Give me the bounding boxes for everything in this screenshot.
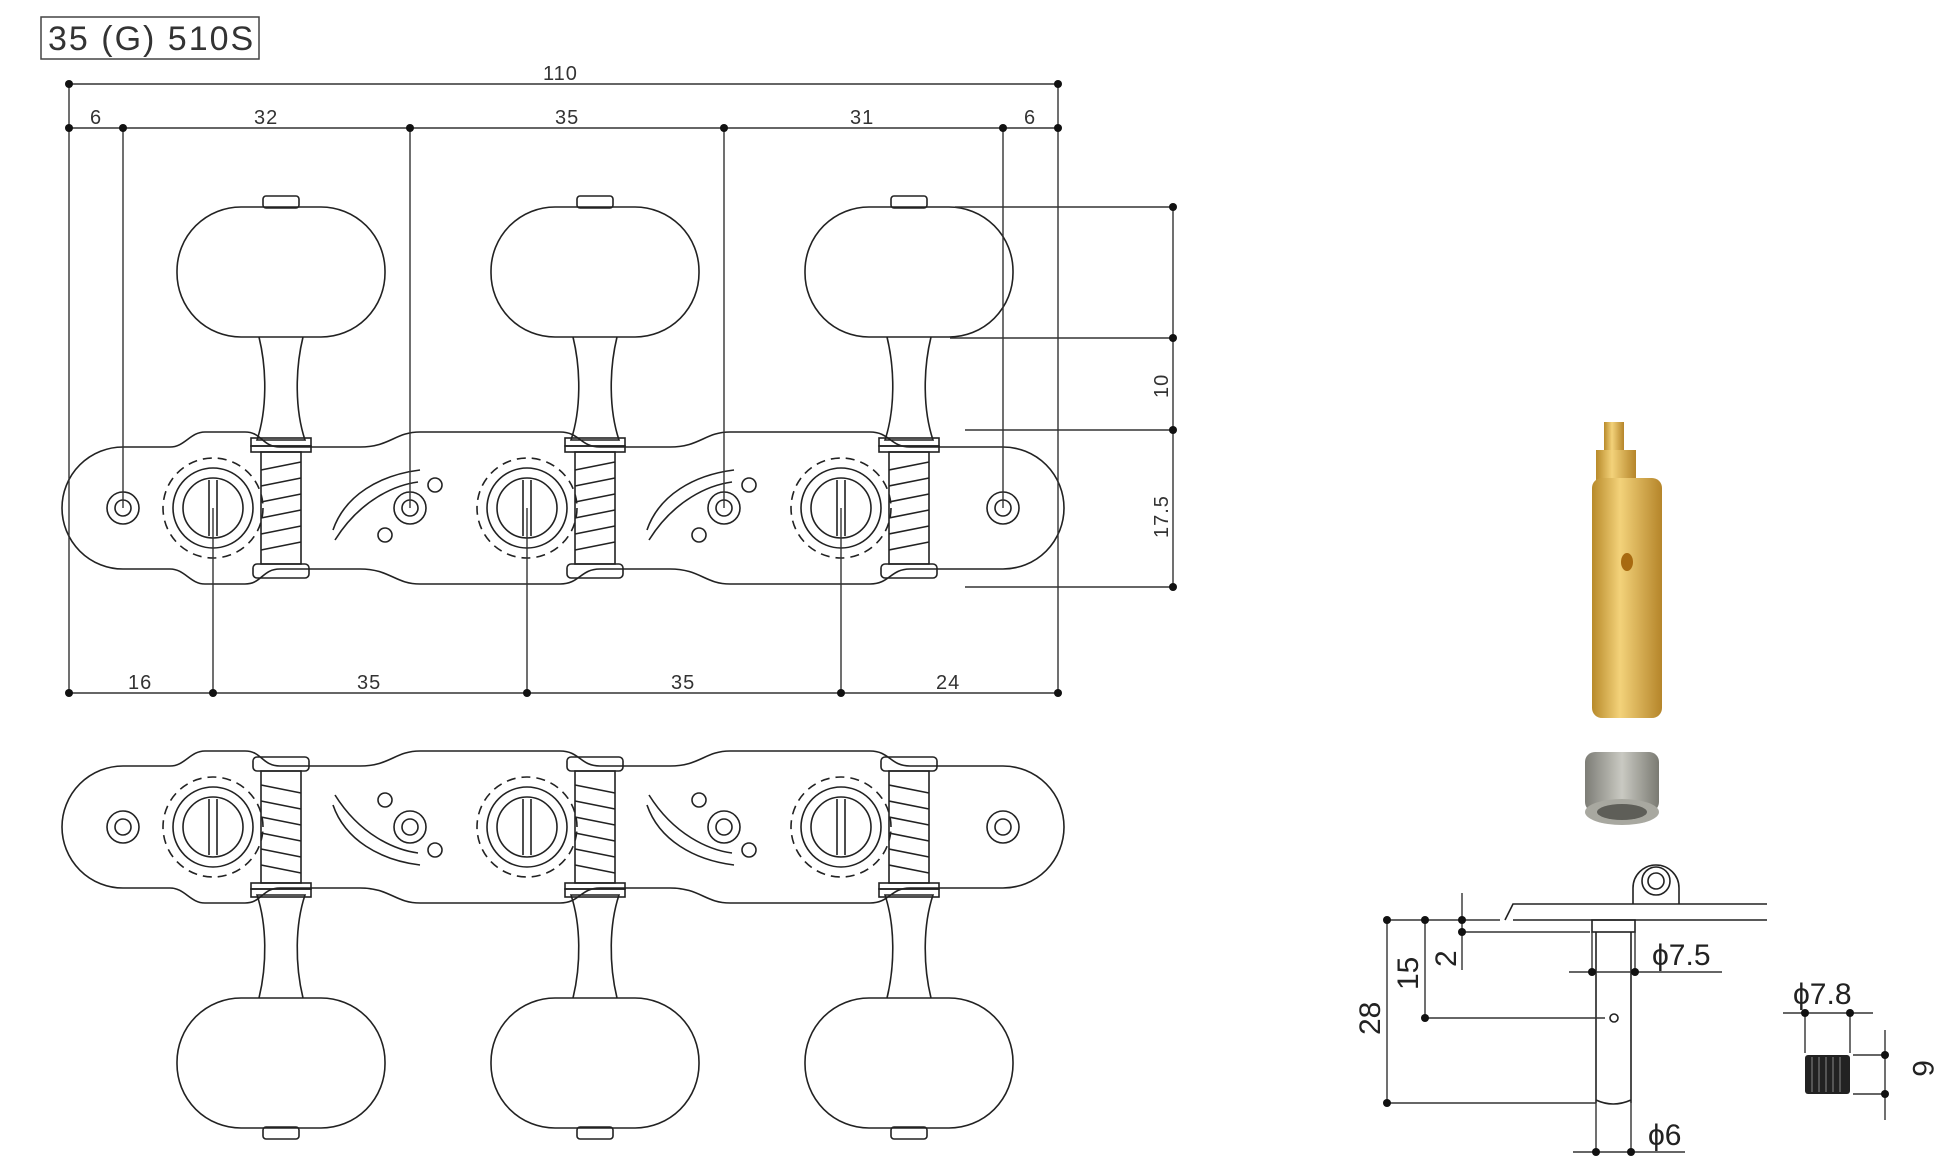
knurled-nut-image (1585, 752, 1659, 825)
bottom-dimensions (65, 508, 1062, 697)
dim-post-diameter: ϕ6 (1648, 1119, 1682, 1152)
title-box (40, 16, 260, 60)
top-dimensions (65, 80, 1062, 693)
model-title: 35 (G) 510S (48, 20, 255, 58)
dim-nut-height: 6 (1906, 1060, 1939, 1077)
post-side-view (1504, 864, 1850, 1105)
dim-post-total: 28 (1354, 1002, 1387, 1035)
dim-side-1: 17.5 (1151, 495, 1173, 538)
dim-collar-diameter: ϕ7.5 (1652, 939, 1711, 972)
tuner-assembly-bottom-view (62, 751, 1064, 1139)
dim-bottom-0: 16 (128, 672, 152, 694)
dim-nut-diameter: ϕ7.8 (1793, 978, 1852, 1011)
dim-top-3: 31 (850, 107, 874, 129)
dim-top-0: 6 (90, 107, 102, 129)
dim-top-1: 32 (254, 107, 278, 129)
dim-hole-height: 15 (1392, 957, 1425, 990)
dim-bottom-2: 35 (671, 672, 695, 694)
side-dimensions (950, 203, 1177, 591)
dim-side-0: 10 (1151, 374, 1173, 398)
string-post-image (1592, 422, 1662, 718)
dim-bottom-1: 35 (357, 672, 381, 694)
dim-top-4: 6 (1024, 107, 1036, 129)
dim-collar: 2 (1430, 950, 1463, 967)
dim-bottom-3: 24 (936, 672, 960, 694)
dim-top-2: 35 (555, 107, 579, 129)
dim-overall-width: 110 (543, 63, 578, 85)
side-view-dimensions (1383, 893, 1889, 1156)
